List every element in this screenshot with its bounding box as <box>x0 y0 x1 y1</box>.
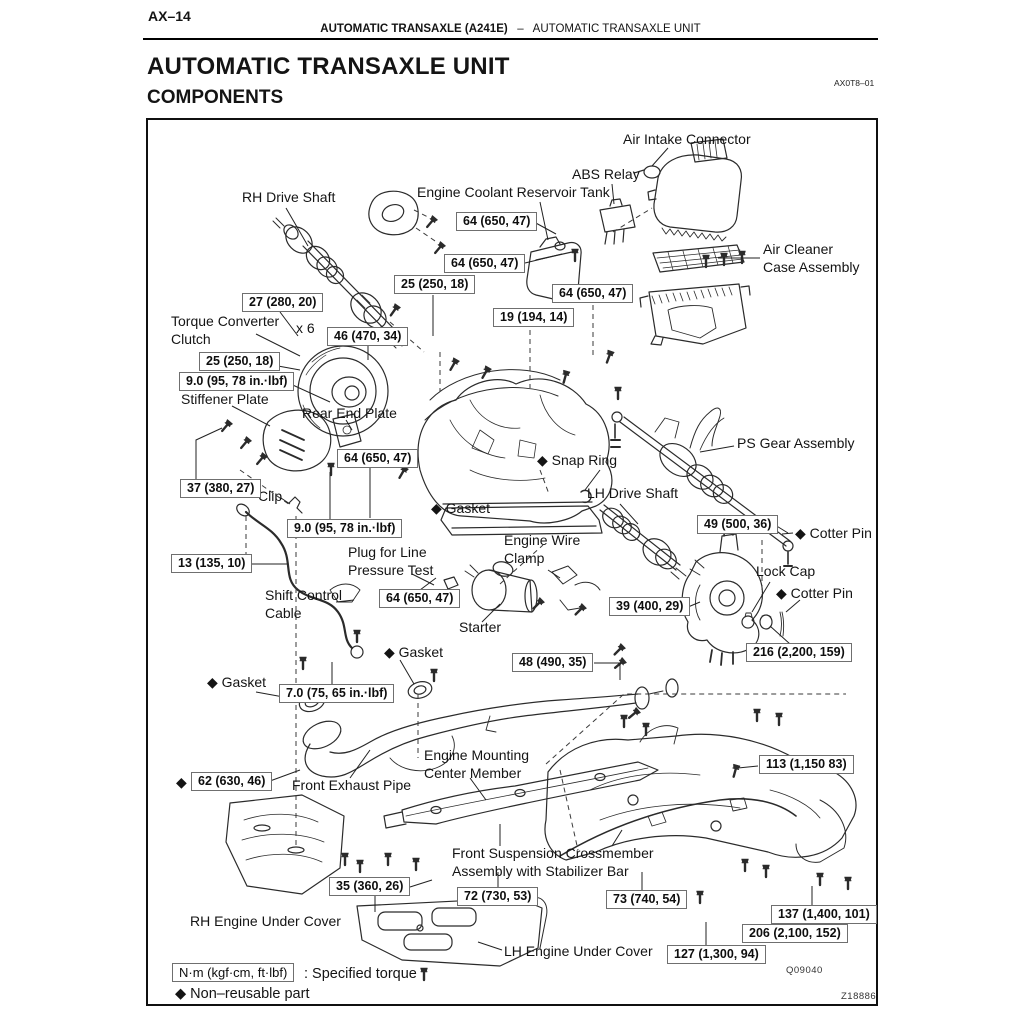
torque-spec-box: 13 (135, 10) <box>171 554 253 573</box>
label-snap-ring: ◆ Snap Ring <box>537 452 618 468</box>
section-title: COMPONENTS <box>147 87 284 108</box>
torque-spec-box: 48 (490, 35) <box>512 653 594 672</box>
legend-torque-desc: : Specified torque <box>304 966 417 982</box>
label-air-cleaner-case-assembly: Air Cleaner Case Assembly <box>763 241 860 275</box>
figure-code-2: Z18886 <box>841 991 877 1002</box>
label-engine-mounting-center-member: Engine Mounting Center Member <box>424 747 530 781</box>
torque-spec-box: 39 (400, 29) <box>609 597 691 616</box>
label-bolt-count-x6: x 6 <box>296 320 315 336</box>
label-starter: Starter <box>459 619 502 635</box>
torque-spec-box: 137 (1,400, 101) <box>771 905 877 924</box>
page-number: AX–14 <box>148 8 191 24</box>
doc-code: AX0T8–01 <box>834 78 875 88</box>
torque-spec-box: 64 (650, 47) <box>456 212 538 231</box>
torque-spec-box: 206 (2,100, 152) <box>742 924 848 943</box>
label-rh-drive-shaft: RH Drive Shaft <box>242 189 336 205</box>
torque-spec-box: 9.0 (95, 78 in.·lbf) <box>179 372 295 391</box>
torque-spec-box: 49 (500, 36) <box>697 515 779 534</box>
label-abs-relay: ABS Relay <box>572 166 640 182</box>
nonreusable-diamond-icon: ◆ <box>176 774 187 790</box>
torque-spec-box: 7.0 (75, 65 in.·lbf) <box>279 684 395 703</box>
label-shift-control-cable: Shift Control Cable <box>265 587 343 621</box>
figure-code-1: Q09040 <box>786 965 823 976</box>
legend-torque-units-box: N·m (kgf·cm, ft·lbf) <box>172 963 295 982</box>
label-torque-converter-clutch: Torque Converter Clutch <box>171 313 280 347</box>
label-stiffener-plate: Stiffener Plate <box>181 391 269 407</box>
label-front-exhaust-pipe: Front Exhaust Pipe <box>292 777 412 793</box>
torque-spec-box: 72 (730, 53) <box>457 887 539 906</box>
running-header-topic: AUTOMATIC TRANSAXLE UNIT <box>532 23 701 35</box>
label-cotter-pin-tie-rod: ◆ Cotter Pin <box>795 525 872 541</box>
label-lock-cap: Lock Cap <box>756 563 816 579</box>
torque-spec-box: 113 (1,150 83) <box>759 755 854 774</box>
torque-spec-box: 64 (650, 47) <box>379 589 461 608</box>
label-engine-coolant-reservoir-tank: Engine Coolant Reservoir Tank <box>417 184 610 200</box>
torque-spec-box: 62 (630, 46) <box>191 772 273 791</box>
running-header-section: AUTOMATIC TRANSAXLE (A241E) <box>320 23 508 35</box>
label-gasket-transaxle: ◆ Gasket <box>431 500 491 516</box>
label-ps-gear-assembly: PS Gear Assembly <box>737 435 855 451</box>
diagram-frame <box>146 118 878 1006</box>
torque-spec-box: 127 (1,300, 94) <box>667 945 766 964</box>
torque-spec-box: 64 (650, 47) <box>552 284 634 303</box>
torque-spec-box: 64 (650, 47) <box>337 449 419 468</box>
torque-spec-box: 216 (2,200, 159) <box>746 643 852 662</box>
label-front-suspension-crossmember: Front Suspension Crossmember Assembly wi… <box>452 845 654 879</box>
header-rule <box>143 38 878 40</box>
torque-spec-box: 19 (194, 14) <box>493 308 575 327</box>
label-cotter-pin-hub: ◆ Cotter Pin <box>776 585 853 601</box>
legend-nonreusable-part: ◆ Non–reusable part <box>175 986 310 1002</box>
label-lh-engine-under-cover: LH Engine Under Cover <box>504 943 653 959</box>
label-lh-drive-shaft: LH Drive Shaft <box>587 485 679 501</box>
running-header: AUTOMATIC TRANSAXLE (A241E) – AUTOMATIC … <box>143 23 878 35</box>
torque-spec-box: 25 (250, 18) <box>199 352 281 371</box>
torque-spec-box: 73 (740, 54) <box>606 890 688 909</box>
label-rear-end-plate: Rear End Plate <box>302 405 397 421</box>
label-gasket-exhaust-upper: ◆ Gasket <box>384 644 444 660</box>
torque-spec-box: 9.0 (95, 78 in.·lbf) <box>287 519 403 538</box>
torque-spec-box: 27 (280, 20) <box>242 293 324 312</box>
running-header-separator: – <box>510 23 531 35</box>
torque-spec-box: 64 (650, 47) <box>444 254 526 273</box>
torque-spec-box: 37 (380, 27) <box>180 479 262 498</box>
label-engine-wire-clamp: Engine Wire Clamp <box>504 532 581 566</box>
label-clip: Clip <box>258 488 283 504</box>
label-plug-for-line-pressure-test: Plug for Line Pressure Test <box>348 544 434 578</box>
label-gasket-exhaust-front: ◆ Gasket <box>207 674 267 690</box>
page-title: AUTOMATIC TRANSAXLE UNIT <box>147 53 510 80</box>
torque-spec-box: 35 (360, 26) <box>329 877 411 896</box>
label-air-intake-connector: Air Intake Connector <box>623 131 751 147</box>
torque-spec-box: 46 (470, 34) <box>327 327 409 346</box>
torque-spec-box: 25 (250, 18) <box>394 275 476 294</box>
label-rh-engine-under-cover: RH Engine Under Cover <box>190 913 341 929</box>
